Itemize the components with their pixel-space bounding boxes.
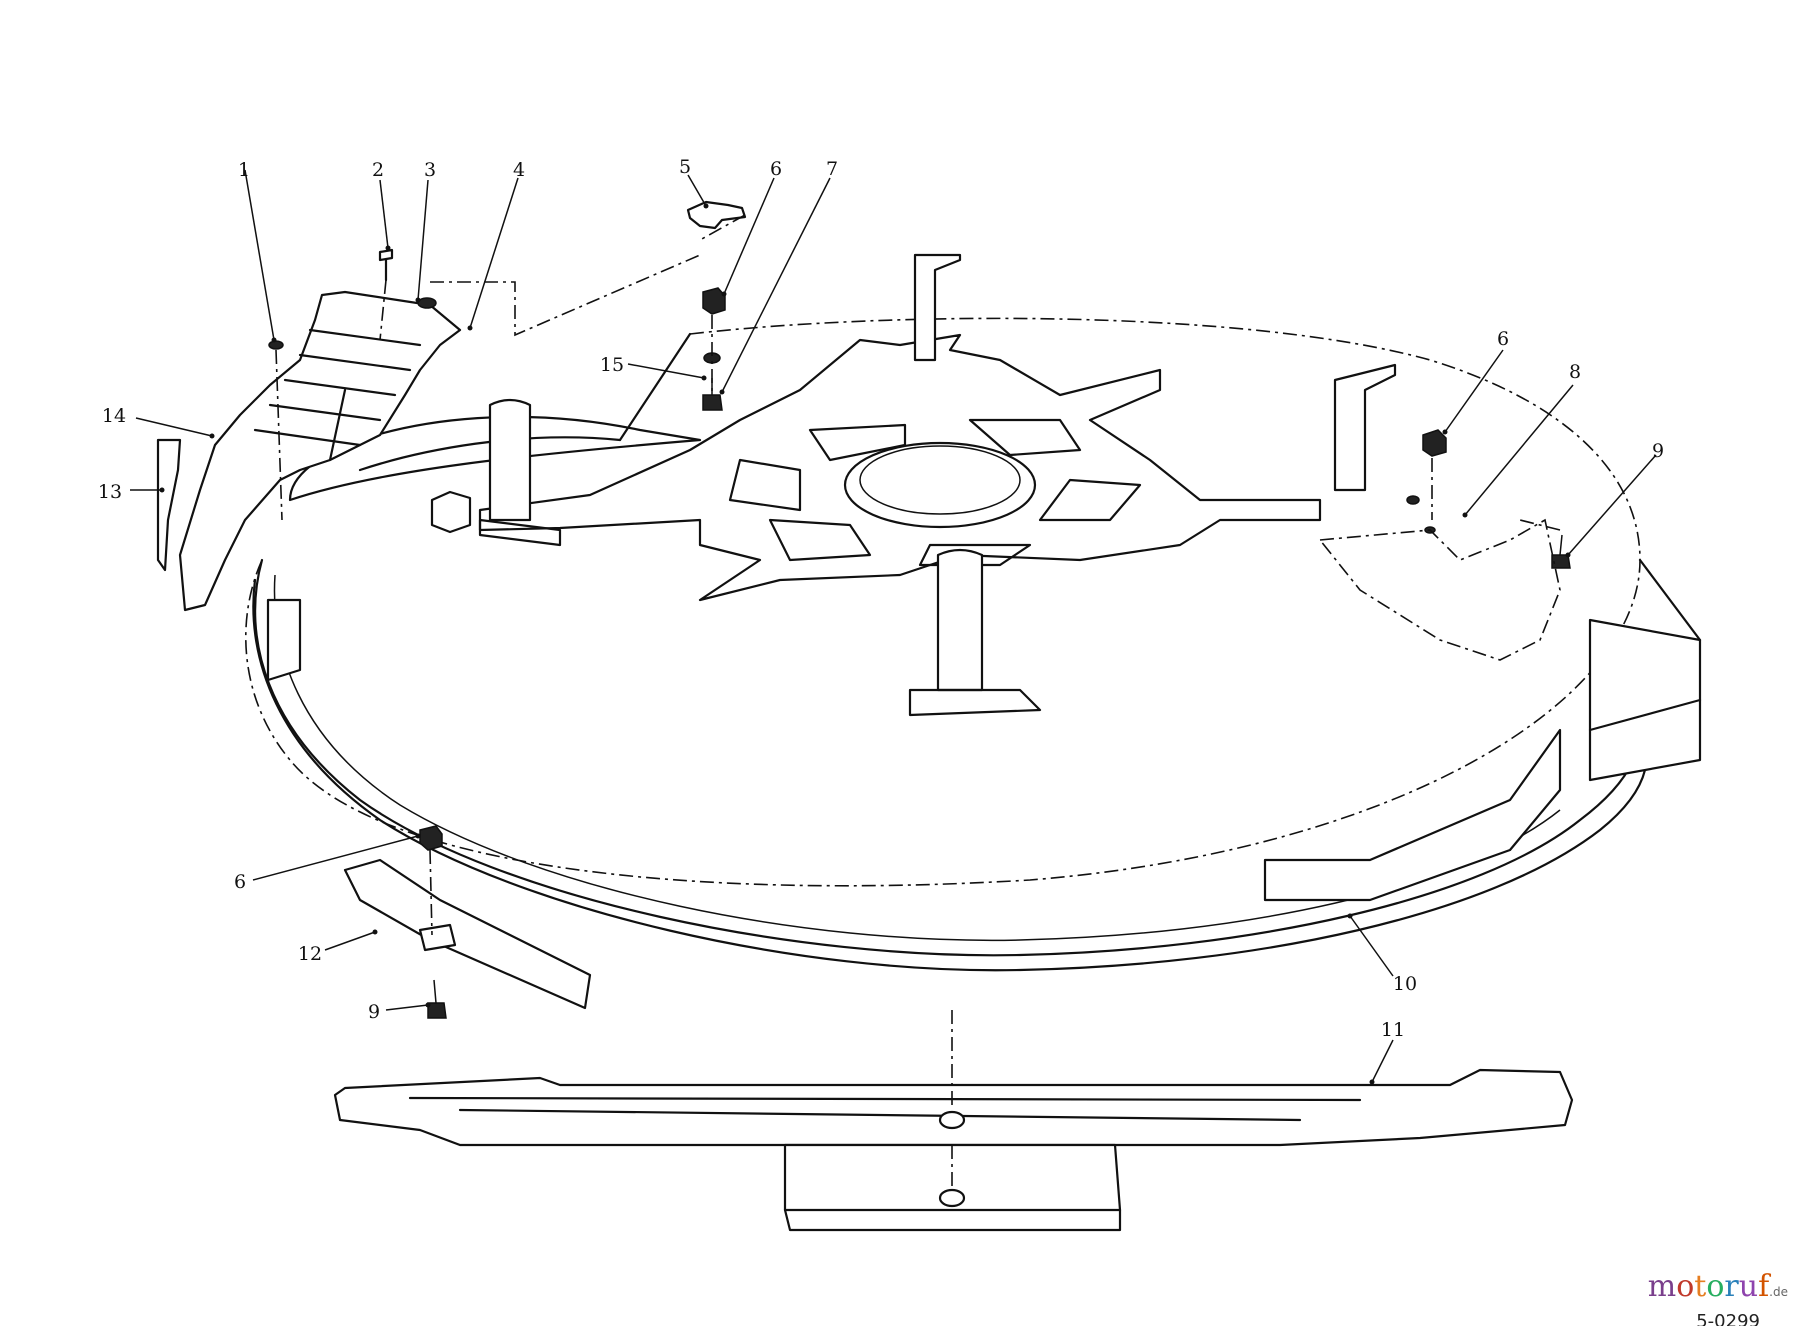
callout-7: 7 xyxy=(826,158,838,180)
blade-adapter-frame xyxy=(430,253,1397,717)
watermark-letter: f xyxy=(1758,1269,1770,1304)
callout-6-lower: 6 xyxy=(234,871,246,893)
callout-14: 14 xyxy=(102,405,126,427)
callout-8: 8 xyxy=(1569,361,1581,383)
shield-outline xyxy=(1318,518,1561,661)
drawing-code: 5-0299 xyxy=(1696,1311,1760,1326)
callout-numbers: 1 2 3 4 5 6 7 6 8 9 15 14 13 6 12 9 10 1… xyxy=(98,156,1664,1041)
blade-adapter-plate xyxy=(783,1010,1122,1232)
callout-4: 4 xyxy=(513,159,525,181)
callout-9-right: 9 xyxy=(1652,440,1664,462)
leader-lines xyxy=(130,169,1657,1085)
washers xyxy=(268,297,1436,534)
watermark-text: motoruf xyxy=(1648,1269,1769,1304)
bolt-lower xyxy=(427,979,447,1019)
hex-nut-upper xyxy=(702,287,726,315)
watermark-suffix: .de xyxy=(1769,1285,1788,1299)
watermark-letter: o xyxy=(1706,1269,1725,1304)
callout-2: 2 xyxy=(372,159,384,181)
hex-nut-right xyxy=(1422,429,1447,457)
watermark-letter: r xyxy=(1724,1269,1739,1304)
callout-13: 13 xyxy=(98,481,122,503)
watermark-letter: m xyxy=(1647,1269,1677,1304)
callout-9-lower: 9 xyxy=(368,1001,380,1023)
wing-nut xyxy=(686,200,747,230)
watermark-letter: t xyxy=(1694,1269,1707,1304)
callout-11: 11 xyxy=(1381,1019,1405,1041)
watermark-letter: o xyxy=(1676,1269,1695,1304)
carriage-bolt xyxy=(378,248,394,282)
baffle-bar xyxy=(343,858,592,1010)
bolt-right xyxy=(1551,534,1571,569)
motoruf-watermark: motoruf.de xyxy=(1648,1269,1788,1304)
hex-nut-lower xyxy=(419,825,443,851)
callout-6-upper: 6 xyxy=(770,158,782,180)
callout-10: 10 xyxy=(1393,973,1417,995)
assembly-lines xyxy=(275,214,1561,936)
callout-1: 1 xyxy=(238,159,250,181)
mower-blade xyxy=(333,1068,1574,1147)
callout-3: 3 xyxy=(424,159,436,181)
callout-5: 5 xyxy=(679,156,691,178)
discharge-chute xyxy=(156,290,462,612)
callout-15: 15 xyxy=(600,354,624,376)
callout-6-right: 6 xyxy=(1497,328,1509,350)
callout-12: 12 xyxy=(298,943,322,965)
watermark-letter: u xyxy=(1738,1269,1759,1304)
